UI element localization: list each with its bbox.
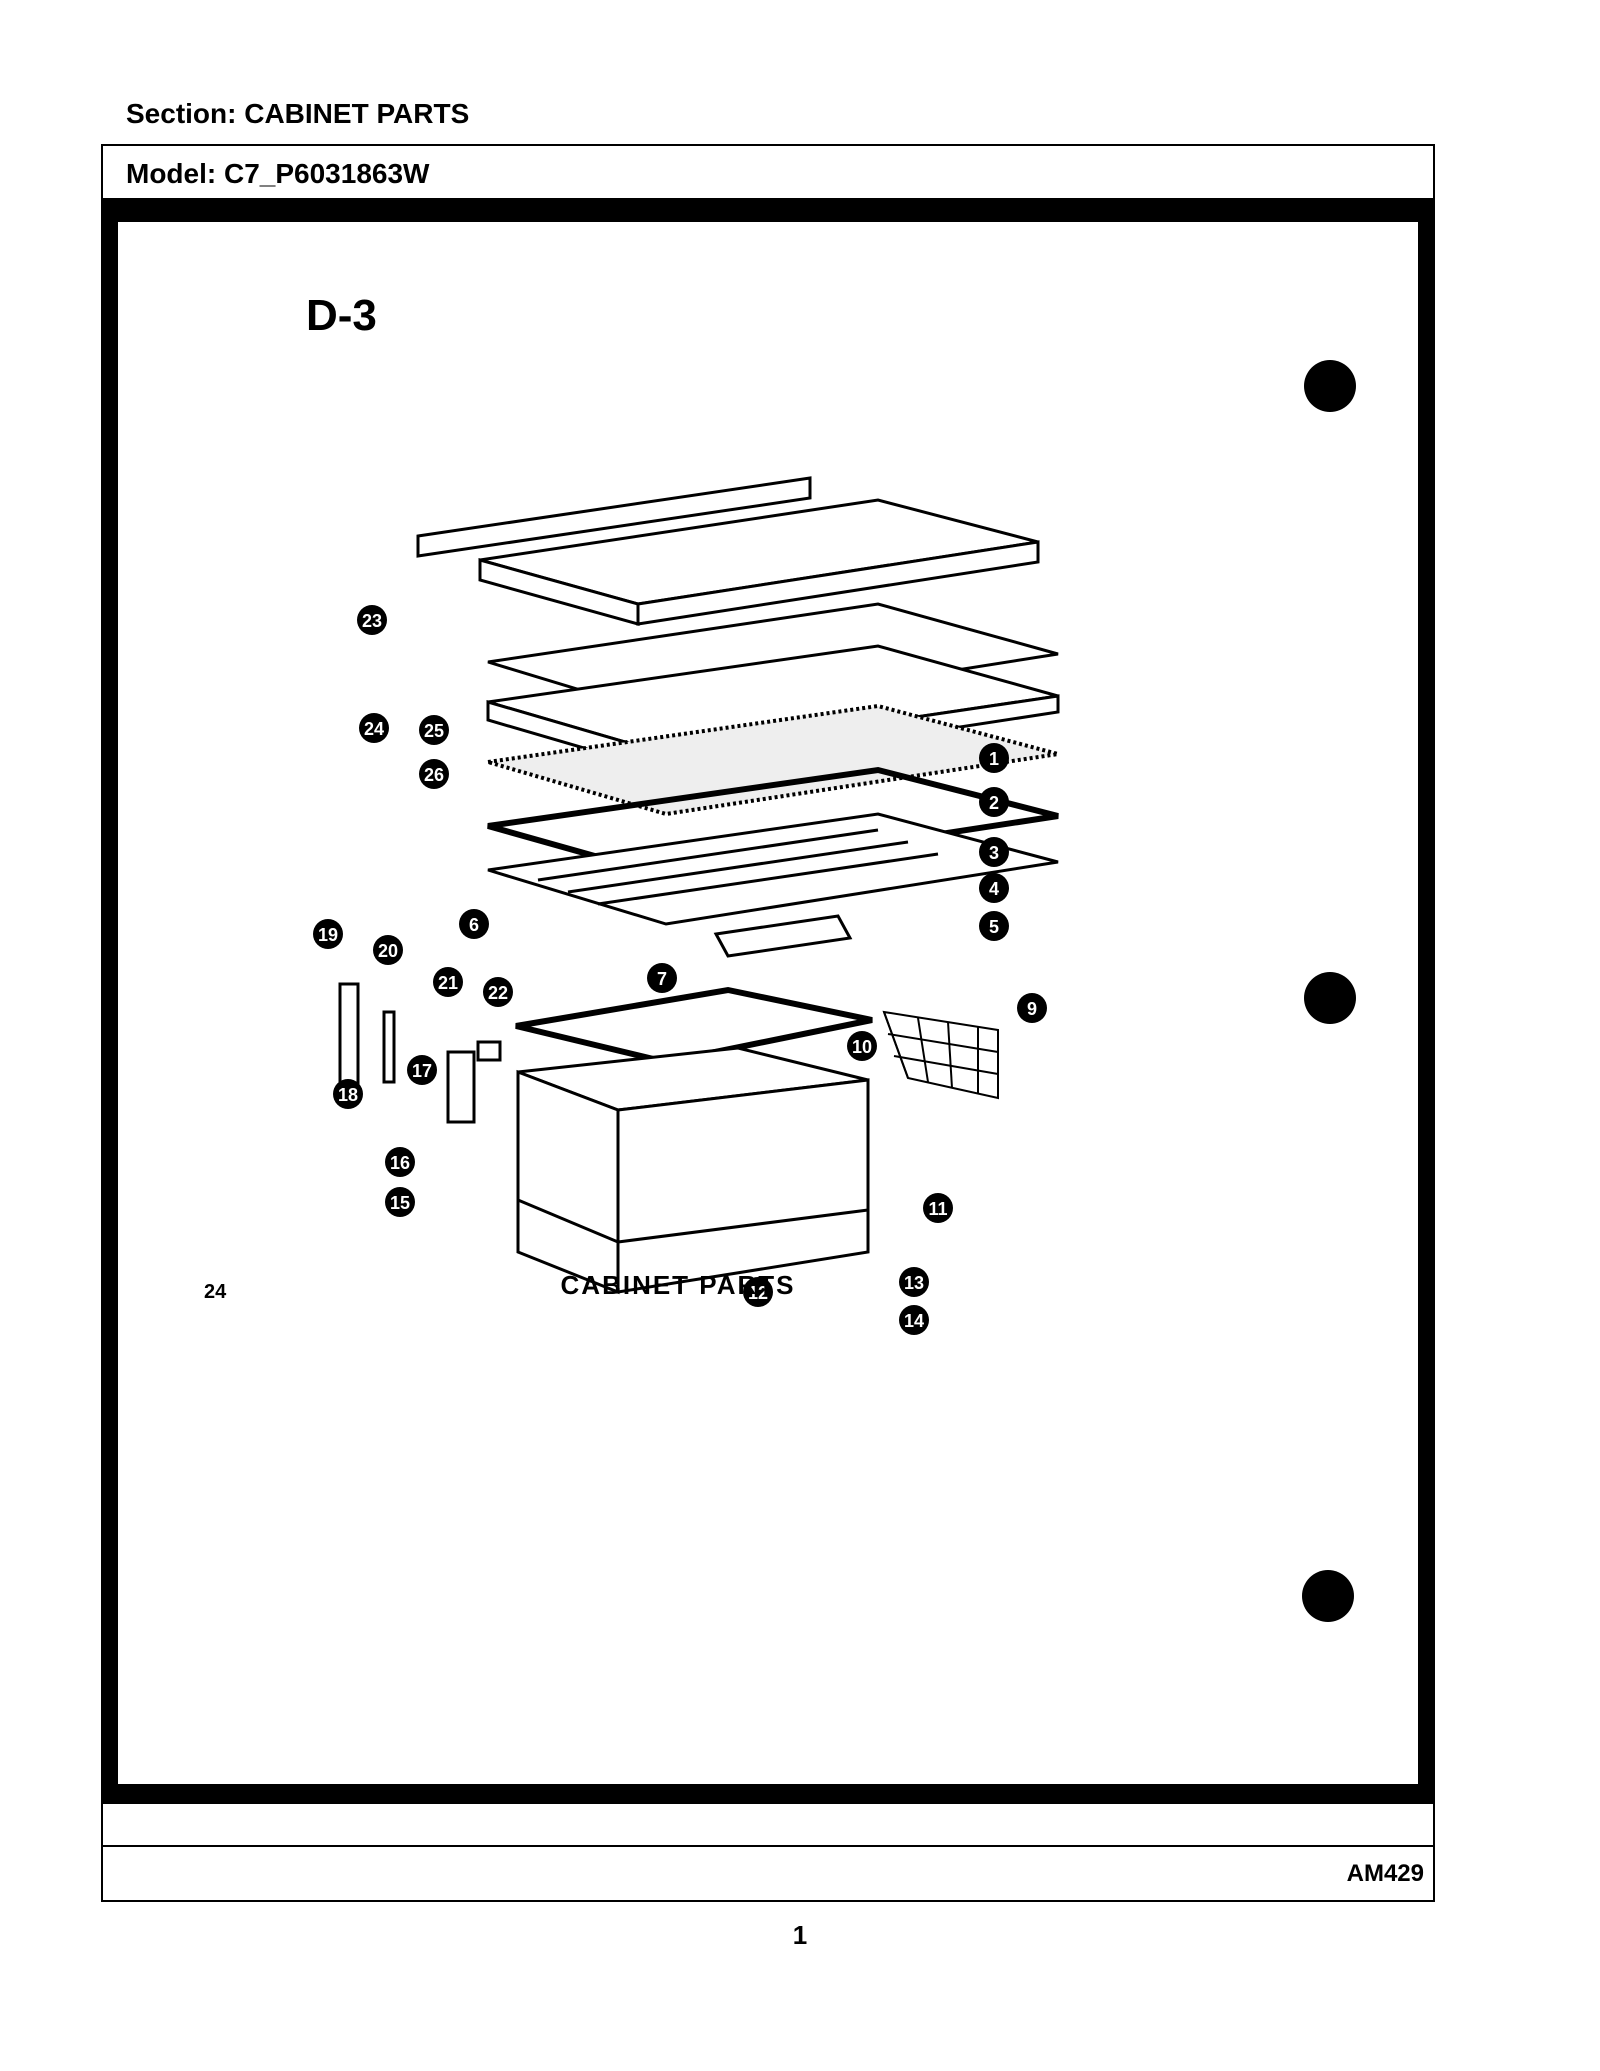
part-lid-liner [487, 812, 1059, 926]
svg-text:19: 19 [318, 925, 338, 945]
callout-19: 19 [313, 919, 343, 949]
svg-text:20: 20 [378, 941, 398, 961]
document-code: AM429 [1346, 1860, 1424, 1887]
callout-25: 25 [419, 715, 449, 745]
callout-3: 3 [979, 837, 1009, 867]
svg-text:15: 15 [390, 1193, 410, 1213]
part-handle [713, 914, 853, 958]
svg-text:4: 4 [989, 879, 999, 899]
part-breaker-frame [515, 986, 873, 1066]
callout-22: 22 [483, 977, 513, 1007]
callout-10: 10 [847, 1031, 877, 1061]
callout-6: 6 [459, 909, 489, 939]
callout-14: 14 [899, 1305, 929, 1335]
part-cabinet [516, 1046, 870, 1295]
part-insulation [487, 703, 1059, 817]
svg-text:26: 26 [424, 765, 444, 785]
callout-5: 5 [979, 911, 1009, 941]
model-title: Model: C7_P6031863W [126, 158, 430, 189]
svg-text:3: 3 [989, 843, 999, 863]
svg-text:7: 7 [657, 969, 667, 989]
svg-text:11: 11 [928, 1199, 947, 1219]
diagram-sheet: D-3 [118, 222, 1418, 1784]
callout-11: 11 [923, 1193, 953, 1223]
callout-16: 16 [385, 1147, 415, 1177]
svg-text:16: 16 [390, 1153, 410, 1173]
page-number: 1 [792, 1920, 808, 1950]
svg-text:5: 5 [989, 917, 999, 937]
svg-text:1: 1 [989, 749, 999, 769]
diagram-page-number: 24 [204, 1281, 227, 1303]
part-hinge-assembly [338, 982, 502, 1124]
callout-21: 21 [433, 967, 463, 997]
svg-text:18: 18 [338, 1085, 358, 1105]
callout-23: 23 [357, 605, 387, 635]
svg-text:14: 14 [904, 1311, 924, 1331]
callout-18: 18 [333, 1079, 363, 1109]
callout-24: 24 [359, 713, 389, 743]
punch-hole [1304, 972, 1356, 1024]
svg-text:23: 23 [362, 611, 382, 631]
punch-hole [1304, 360, 1356, 412]
callout-4: 4 [979, 873, 1009, 903]
section-title: Section: CABINET PARTS [126, 98, 470, 129]
part-hinge-bar [416, 476, 812, 558]
svg-text:2: 2 [989, 793, 999, 813]
callout-17: 17 [407, 1055, 437, 1085]
callout-7: 7 [647, 963, 677, 993]
callout-12: 12 [743, 1277, 773, 1307]
callout-1: 1 [979, 743, 1009, 773]
callout-15: 15 [385, 1187, 415, 1217]
svg-text:25: 25 [424, 721, 444, 741]
punch-hole [1302, 1570, 1354, 1622]
svg-text:10: 10 [852, 1037, 872, 1057]
svg-text:21: 21 [438, 973, 458, 993]
callout-26: 26 [419, 759, 449, 789]
svg-text:6: 6 [469, 915, 479, 935]
svg-text:9: 9 [1027, 999, 1037, 1019]
callout-13: 13 [899, 1267, 929, 1297]
part-lid-frame [478, 498, 1040, 626]
svg-text:17: 17 [412, 1061, 432, 1081]
svg-text:24: 24 [364, 719, 384, 739]
exploded-parts-diagram: D-3 [204, 291, 1356, 1622]
svg-text:22: 22 [488, 983, 508, 1003]
figure-id: D-3 [306, 291, 377, 340]
diagram-caption: CABINET PARTS [561, 1270, 796, 1300]
svg-text:13: 13 [904, 1273, 924, 1293]
part-basket [882, 1010, 999, 1100]
callout-2: 2 [979, 787, 1009, 817]
footer-rule [101, 1845, 1435, 1847]
callout-9: 9 [1017, 993, 1047, 1023]
callout-20: 20 [373, 935, 403, 965]
svg-text:12: 12 [748, 1283, 768, 1303]
